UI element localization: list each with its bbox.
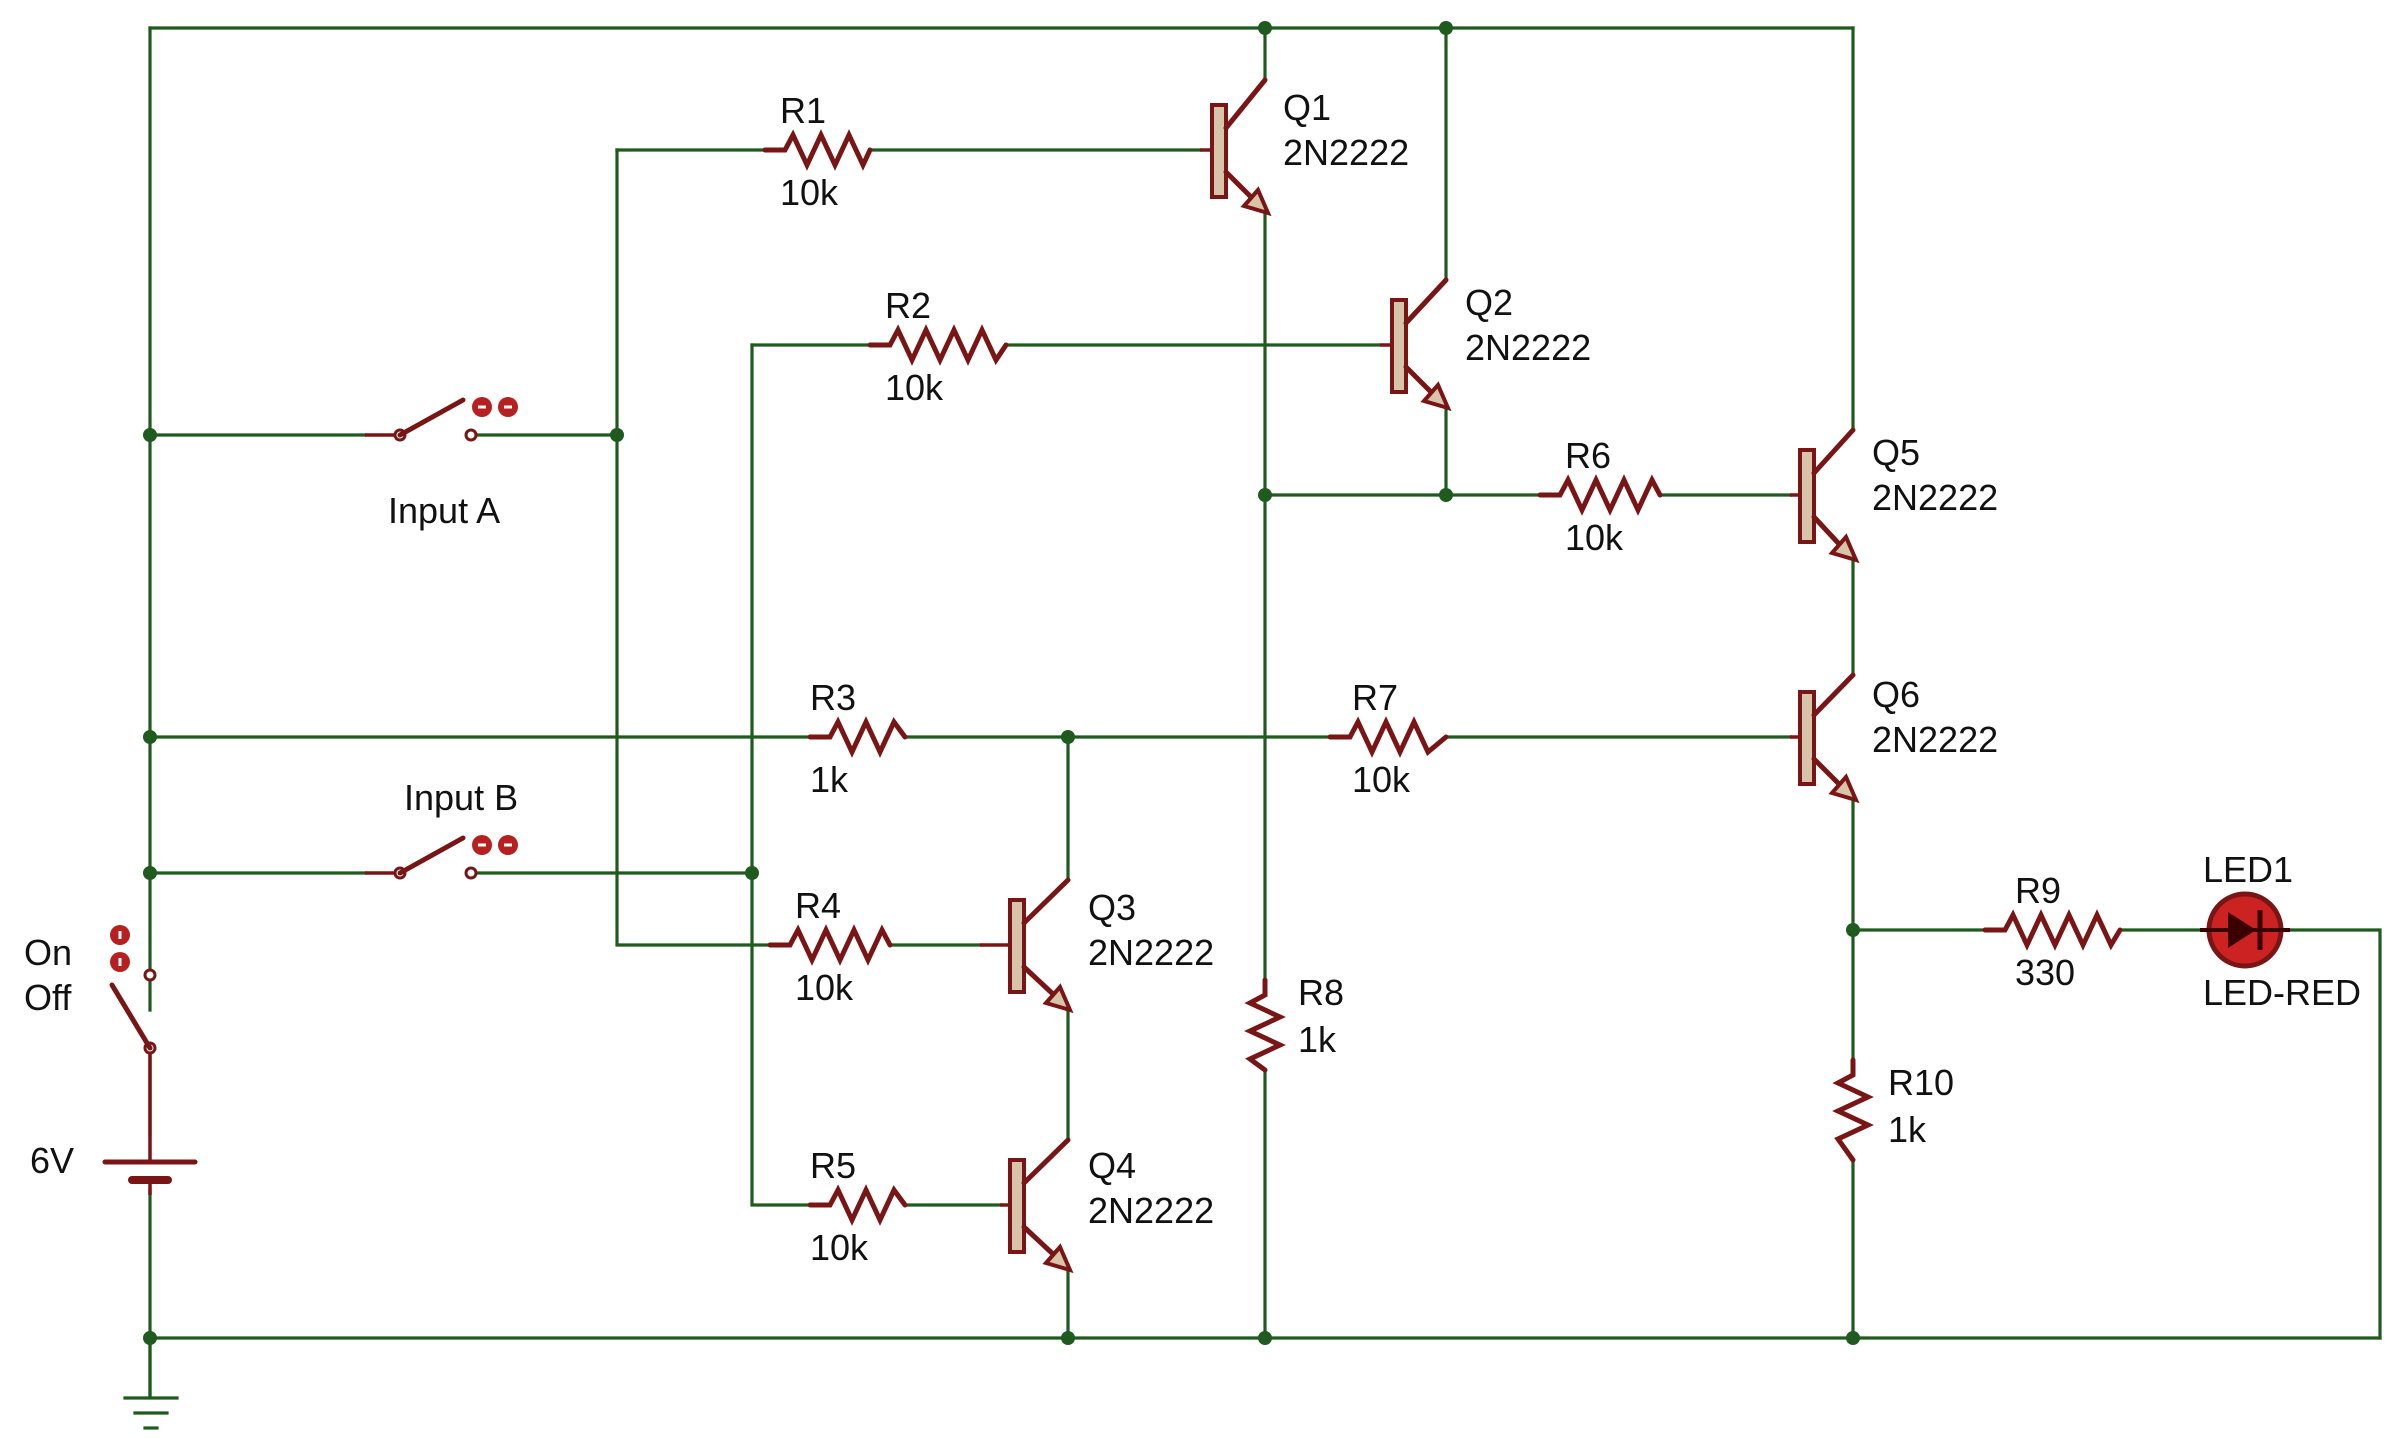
resistor-r2[interactable]: R2 10k [867,285,1009,408]
switch-label: Input B [404,777,518,818]
resistor-r6[interactable]: R6 10k [1537,435,1663,558]
resistor-value: 10k [1565,517,1624,558]
transistor-q5[interactable]: Q5 2N2222 [1790,427,1998,564]
switch-label: Input A [388,490,500,531]
power-switch[interactable]: On Off [24,925,157,1080]
resistor-value: 10k [810,1227,869,1268]
resistor-value: 10k [885,367,944,408]
resistor-r4[interactable]: R4 10k [767,885,893,1008]
transistor-q4[interactable]: Q4 2N2222 [1000,1137,1214,1274]
junction-dot [1846,923,1860,937]
transistor-q6[interactable]: Q6 2N2222 [1790,672,1998,804]
resistor-r10[interactable]: R10 1k [1832,1057,1954,1163]
junction-dot [1258,1331,1272,1345]
led-ref: LED1 [2203,849,2293,890]
junction-dot [1439,488,1453,502]
resistor-ref: R2 [885,285,931,326]
junction-dot [1846,1331,1860,1345]
junction-dot [143,428,157,442]
led-part: LED-RED [2203,972,2361,1013]
resistor-ref: R8 [1298,972,1344,1013]
junction-dot [610,428,624,442]
resistor-r3[interactable]: R3 1k [807,677,908,800]
transistor-ref: Q2 [1465,282,1513,323]
switch-on-label: On [24,932,72,973]
led1: LED1 LED-RED [2200,849,2361,1013]
switch-input-a[interactable]: Input A [365,397,518,531]
resistor-value: 1k [810,759,849,800]
transistor-part: 2N2222 [1088,1190,1214,1231]
junction-dot [1061,730,1075,744]
transistor-ref: Q5 [1872,432,1920,473]
transistor-q2[interactable]: Q2 2N2222 [1380,277,1591,412]
resistor-r5[interactable]: R5 10k [807,1145,908,1268]
transistor-ref: Q1 [1283,87,1331,128]
transistor-part: 2N2222 [1283,132,1409,173]
transistor-ref: Q6 [1872,674,1920,715]
resistor-r7[interactable]: R7 10k [1327,677,1449,800]
transistor-part: 2N2222 [1872,477,1998,518]
resistor-value: 330 [2015,952,2075,993]
resistor-value: 10k [780,172,839,213]
transistor-ref: Q3 [1088,887,1136,928]
junction-dot [143,730,157,744]
resistor-r9[interactable]: R9 330 [1982,870,2123,993]
resistor-r8[interactable]: R8 1k [1244,972,1344,1073]
resistor-ref: R3 [810,677,856,718]
resistor-ref: R6 [1565,435,1611,476]
junctions [143,21,1860,1345]
transistor-part: 2N2222 [1465,327,1591,368]
resistor-value: 1k [1888,1109,1927,1150]
junction-dot [745,866,759,880]
resistor-value: 10k [795,967,854,1008]
resistor-ref: R7 [1352,677,1398,718]
switch-input-b[interactable]: Input B [365,777,518,880]
battery-voltage: 6V [30,1140,74,1181]
transistor-part: 2N2222 [1088,932,1214,973]
resistor-ref: R9 [2015,870,2061,911]
transistor-part: 2N2222 [1872,719,1998,760]
junction-dot [143,1331,157,1345]
transistor-q3[interactable]: Q3 2N2222 [980,877,1214,1014]
resistor-ref: R5 [810,1145,856,1186]
resistor-ref: R10 [1888,1062,1954,1103]
junction-dot [143,866,157,880]
ground-icon [123,1396,179,1430]
junction-dot [1061,1331,1075,1345]
resistor-value: 10k [1352,759,1411,800]
transistor-ref: Q4 [1088,1145,1136,1186]
wires [148,26,2382,1397]
resistor-r1[interactable]: R1 10k [762,90,873,213]
junction-dot [1439,21,1453,35]
junction-dot [1258,21,1272,35]
resistor-ref: R4 [795,885,841,926]
resistor-ref: R1 [780,90,826,131]
junction-dot [1258,488,1272,502]
resistor-value: 1k [1298,1019,1337,1060]
diode-icon [2228,912,2256,948]
switch-off-label: Off [24,977,72,1018]
battery: 6V [30,1080,198,1195]
transistor-q1[interactable]: Q1 2N2222 [1200,77,1409,217]
